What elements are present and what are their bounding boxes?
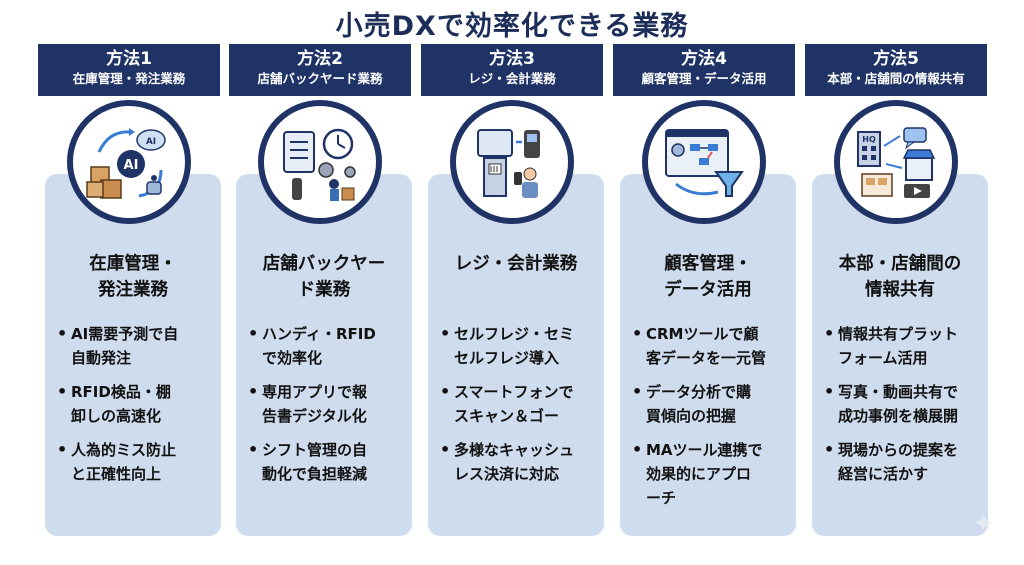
backyard-tools-icon	[258, 100, 382, 224]
svg-text:AI: AI	[124, 158, 139, 173]
method-column-1: 方法1 在庫管理・発注業務 AI AI 在庫管理・ 発注業務 AI需要予測で自自…	[38, 44, 221, 544]
method-subtitle: 顧客管理・データ活用	[641, 71, 767, 86]
method-column-2: 方法2 店舗バックヤード業務 店舗バックヤー ド業務 ハンディ・RFIDで効率化…	[229, 44, 412, 544]
method-label: 方法4	[681, 49, 727, 69]
method-header: 方法3 レジ・会計業務	[421, 44, 603, 96]
method-subtitle: 在庫管理・発注業務	[72, 71, 186, 86]
method-column-5: 方法5 本部・店舗間の情報共有 HQ 本部・店舗間の 情報共有 情報共有プラット…	[805, 44, 988, 544]
card-title: 本部・店舗間の 情報共有	[838, 254, 962, 300]
method-header: 方法1 在庫管理・発注業務	[38, 44, 220, 96]
hq-store-share-icon: HQ	[834, 100, 958, 224]
method-header: 方法5 本部・店舗間の情報共有	[805, 44, 987, 96]
ai-inventory-icon: AI AI	[67, 100, 191, 224]
method-label: 方法3	[489, 49, 535, 69]
method-label: 方法2	[297, 49, 343, 69]
page-title: 小売DXで効率化できる業務	[335, 11, 689, 42]
method-column-4: 方法4 顧客管理・データ活用 顧客管理・ データ活用 CRMツールで顧客データを…	[613, 44, 796, 544]
method-subtitle: レジ・会計業務	[468, 71, 556, 86]
method-header: 方法4 顧客管理・データ活用	[613, 44, 795, 96]
crm-funnel-icon	[642, 100, 766, 224]
svg-text:AI: AI	[146, 137, 156, 147]
method-label: 方法1	[106, 49, 152, 69]
method-subtitle: 店舗バックヤード業務	[257, 71, 383, 86]
method-label: 方法5	[873, 49, 919, 69]
card-title: 顧客管理・ データ活用	[664, 254, 752, 300]
card-title: レジ・会計業務	[454, 254, 578, 274]
card-title: 店舗バックヤー ド業務	[262, 254, 386, 300]
self-checkout-icon	[450, 100, 574, 224]
method-header: 方法2 店舗バックヤード業務	[229, 44, 411, 96]
card-title: 在庫管理・ 発注業務	[89, 254, 177, 300]
method-subtitle: 本部・店舗間の情報共有	[827, 71, 965, 86]
sparkle-icon: ✦	[972, 509, 994, 539]
svg-text:HQ: HQ	[862, 135, 876, 144]
